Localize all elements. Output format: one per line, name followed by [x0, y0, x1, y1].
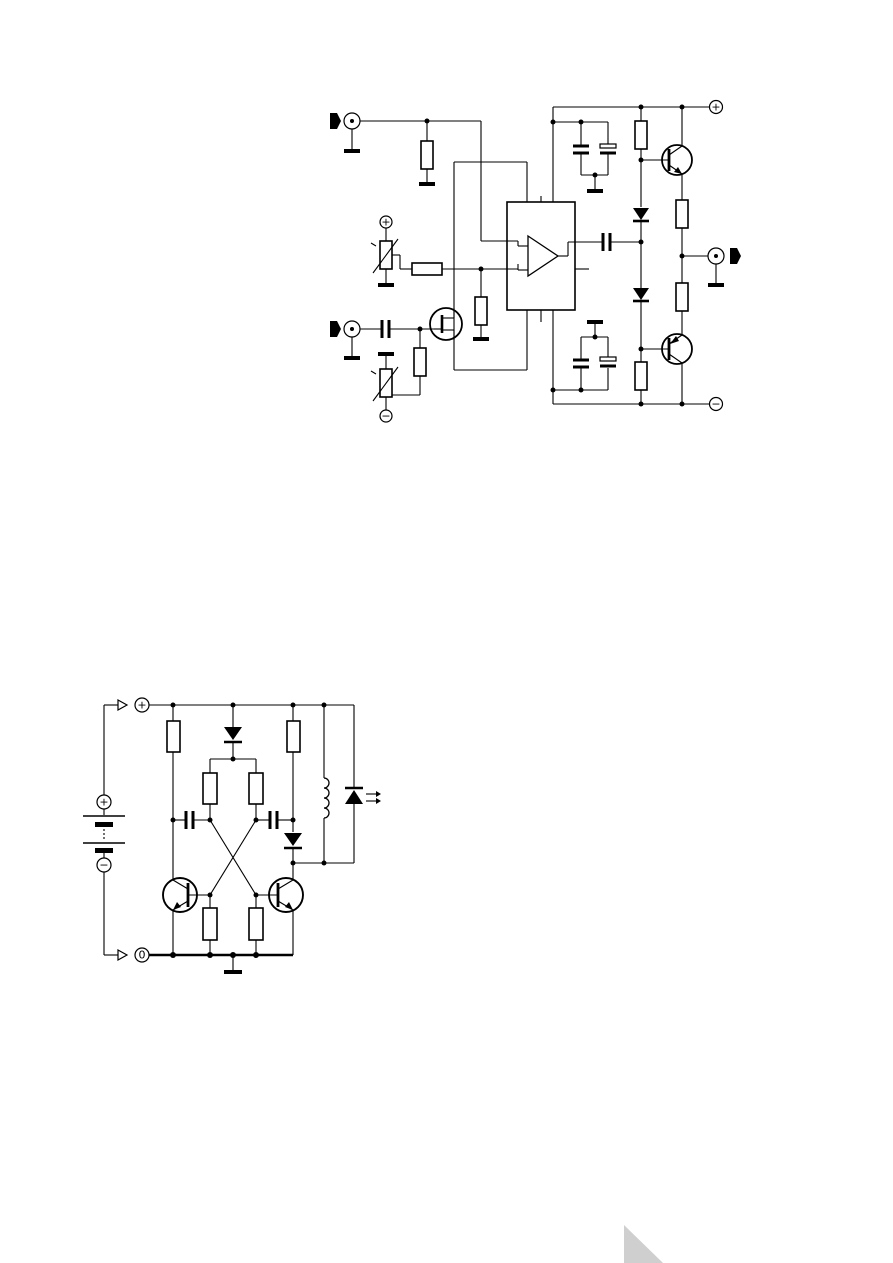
decoupling-caps-bottom — [550, 320, 617, 393]
svg-text:+: + — [711, 101, 720, 114]
resistor-feedback — [474, 296, 488, 326]
resistor-bias-top — [634, 120, 648, 150]
resistor-offset — [411, 262, 443, 276]
led — [345, 705, 381, 863]
page-corner-tab — [624, 1225, 663, 1263]
svg-text:−: − — [711, 398, 720, 411]
transistor-output-top — [641, 107, 693, 200]
amplifier-schematic: + — [330, 99, 741, 423]
output-jack — [682, 247, 741, 287]
diode-bias-bottom — [633, 288, 649, 303]
svg-text:−: − — [381, 410, 390, 423]
svg-text:−: − — [99, 859, 108, 872]
potentiometer-offset: + — [370, 215, 412, 287]
resistor-bias-bottom — [634, 361, 648, 391]
inductor — [323, 705, 330, 863]
terminal-plus — [708, 99, 724, 115]
svg-text:0: 0 — [139, 949, 146, 962]
svg-text:+: + — [137, 699, 146, 712]
transistor-right — [256, 877, 304, 955]
terminal-minus — [708, 396, 724, 412]
jfet-transistor — [429, 307, 463, 341]
input-jack-2 — [330, 320, 361, 360]
battery: + − — [83, 698, 129, 962]
input-arrow-icon — [330, 321, 341, 337]
flasher-schematic: + − + 0 — [83, 697, 381, 974]
transistor-output-bottom — [641, 333, 693, 404]
output-arrow-icon — [730, 248, 741, 264]
decoupling-caps-top — [550, 119, 617, 193]
diode-right — [284, 833, 302, 880]
transistor-left — [162, 877, 210, 955]
input-jack-1 — [330, 112, 361, 153]
potentiometer-bias: − — [370, 352, 399, 423]
opamp-triangle — [527, 234, 560, 278]
svg-text:+: + — [99, 796, 108, 809]
arrow-plus-icon — [117, 698, 129, 712]
input-arrow-icon — [330, 113, 341, 129]
resistor-input-1 — [420, 140, 434, 170]
diode-top — [209, 705, 257, 773]
svg-text:+: + — [381, 216, 390, 229]
diode-bias-top — [633, 208, 649, 223]
arrow-zero-icon — [117, 948, 129, 962]
